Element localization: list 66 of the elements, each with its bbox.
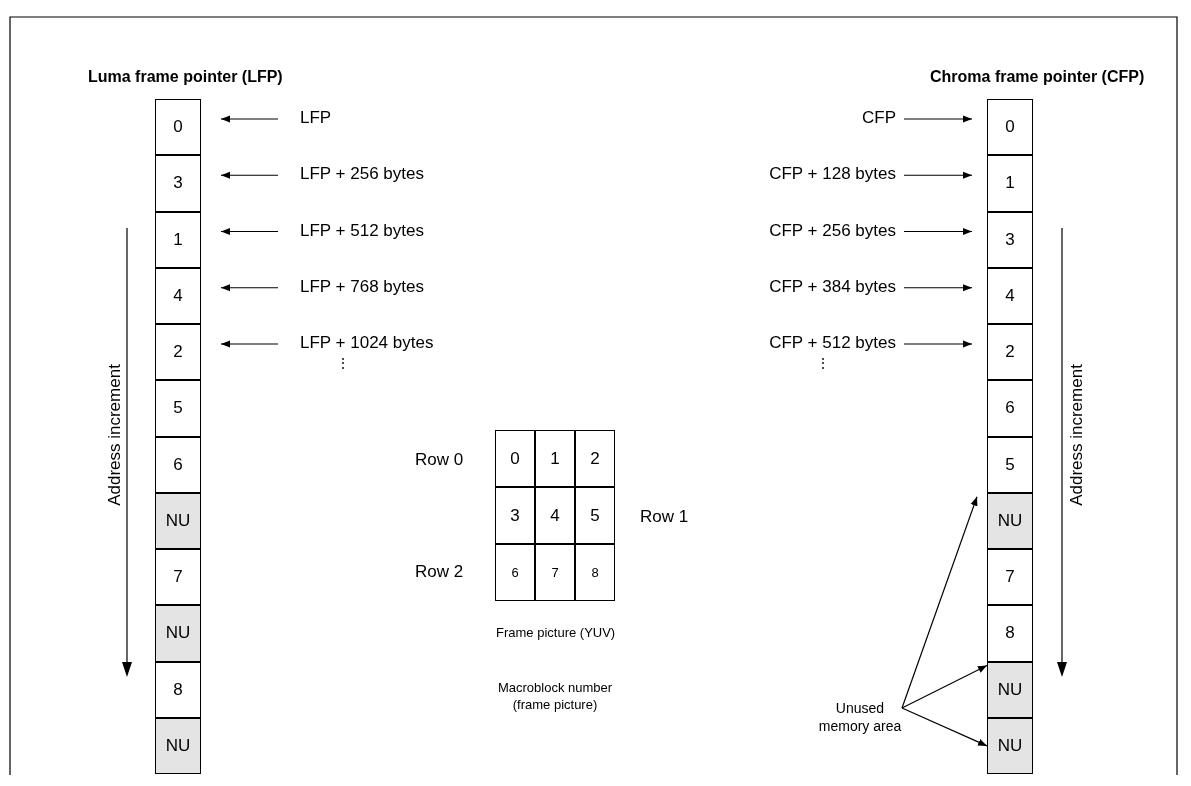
macroblock-cell: 4 — [535, 487, 575, 544]
pointer-arrow — [220, 340, 279, 348]
pointer-arrow — [220, 284, 279, 292]
row-label: Row 0 — [415, 450, 464, 470]
axis-label: Address increment — [105, 364, 125, 506]
memory-cell: 6 — [155, 436, 201, 493]
caption-text: Macroblock number (frame picture) — [496, 680, 614, 714]
memory-cell: NU — [155, 717, 201, 774]
macroblock-cell: 5 — [575, 487, 615, 544]
pointer-label: LFP + 256 bytes — [300, 161, 490, 188]
leader-arrow — [901, 707, 988, 747]
row-label: Row 2 — [415, 562, 464, 582]
memory-cell: NU — [987, 492, 1033, 549]
pointer-label: CFP + 384 bytes — [700, 273, 896, 300]
memory-cell: NU — [155, 492, 201, 549]
pointer-label: CFP + 128 bytes — [700, 161, 896, 188]
pointer-arrow — [903, 115, 973, 123]
pointer-label: LFP + 512 bytes — [300, 217, 490, 244]
macroblock-cell: 6 — [495, 544, 535, 601]
leader-arrow — [901, 496, 978, 709]
pointer-label: LFP + 1024 bytes — [300, 330, 490, 356]
macroblock-cell: 0 — [495, 430, 535, 487]
pointer-label: CFP + 256 bytes — [700, 217, 896, 244]
pointer-label: CFP — [800, 105, 896, 131]
memory-cell: 1 — [987, 155, 1033, 212]
memory-cell: NU — [155, 605, 201, 662]
memory-cell: 8 — [987, 605, 1033, 662]
row-label: Row 1 — [640, 507, 689, 527]
leader-arrow — [901, 664, 988, 709]
macroblock-cell: 7 — [535, 544, 575, 601]
ellipsis-mark: ⋮ — [336, 355, 350, 371]
memory-cell: NU — [987, 661, 1033, 718]
macroblock-cell: 8 — [575, 544, 615, 601]
memory-cell: 3 — [155, 155, 201, 212]
memory-cell: 1 — [155, 211, 201, 268]
pointer-arrow — [903, 171, 973, 179]
memory-cell: 5 — [155, 380, 201, 437]
pointer-label: LFP + 768 bytes — [300, 273, 490, 300]
memory-cell: 0 — [987, 99, 1033, 156]
memory-cell: 2 — [155, 324, 201, 381]
memory-cell: 6 — [987, 380, 1033, 437]
memory-cell: 0 — [155, 99, 201, 156]
pointer-label: CFP + 512 bytes — [700, 330, 896, 356]
axis-label: Address increment — [1067, 364, 1087, 506]
memory-cell: 5 — [987, 436, 1033, 493]
memory-cell: 7 — [155, 549, 201, 606]
macroblock-cell: 3 — [495, 487, 535, 544]
caption-text: Frame picture (YUV) — [496, 625, 616, 640]
pointer-arrow — [903, 340, 973, 348]
pointer-arrow — [903, 227, 973, 236]
pointer-arrow — [220, 115, 279, 123]
memory-cell: 4 — [155, 267, 201, 324]
memory-cell: 2 — [987, 324, 1033, 381]
macroblock-cell: 1 — [535, 430, 575, 487]
pointer-arrow — [220, 171, 279, 179]
pointer-label: LFP — [300, 105, 490, 131]
memory-cell: 8 — [155, 661, 201, 718]
pointer-arrow — [903, 284, 973, 292]
macroblock-cell: 2 — [575, 430, 615, 487]
annotation-text: Unused memory area — [812, 696, 908, 738]
memory-cell: 4 — [987, 267, 1033, 324]
ellipsis-mark: ⋮ — [816, 355, 830, 371]
memory-cell: 7 — [987, 549, 1033, 606]
memory-cell: 3 — [987, 211, 1033, 268]
memory-cell: NU — [987, 717, 1033, 774]
pointer-arrow — [220, 227, 279, 236]
